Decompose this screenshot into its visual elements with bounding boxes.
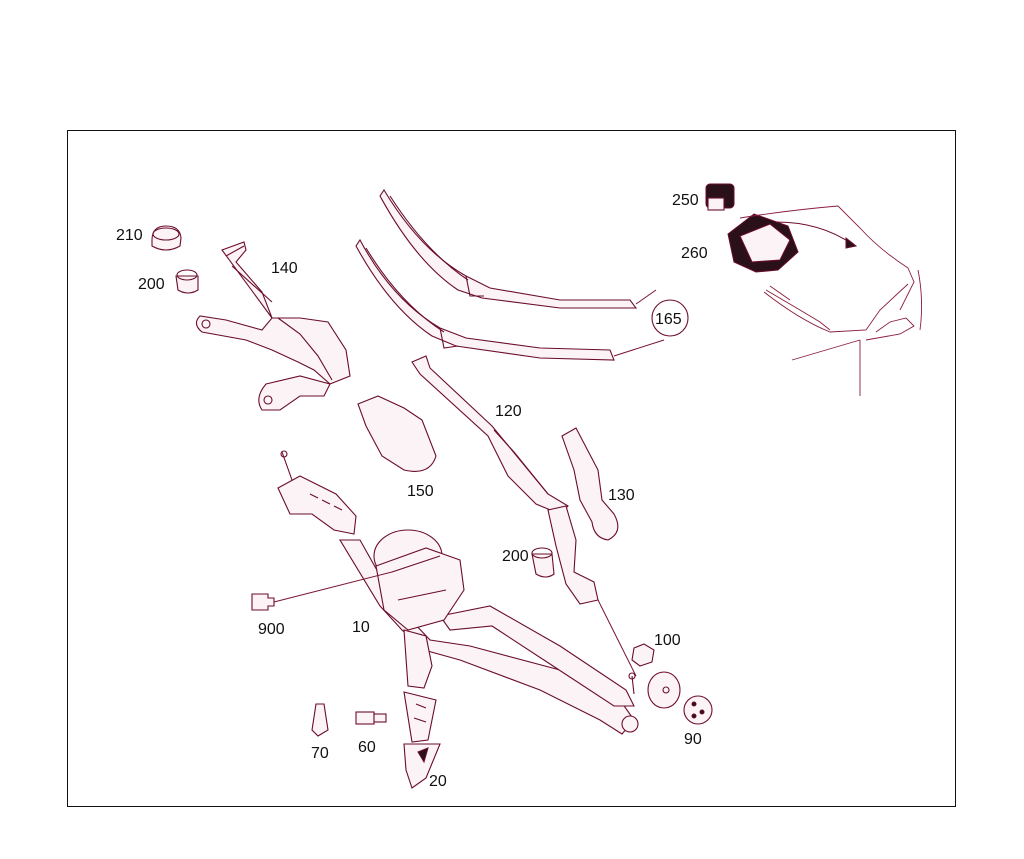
part-200-cover-lower[interactable] bbox=[531, 547, 555, 578]
part-900-connector[interactable] bbox=[251, 571, 393, 611]
part-260-rain-sensor[interactable] bbox=[727, 213, 858, 273]
part-120-wiper-arm[interactable] bbox=[411, 355, 569, 515]
part-10-wiper-linkage-motor[interactable] bbox=[277, 450, 639, 735]
callout-120: 120 bbox=[495, 403, 522, 420]
callout-260: 260 bbox=[681, 245, 708, 262]
part-100-grommet[interactable] bbox=[647, 671, 681, 709]
callout-10: 10 bbox=[352, 619, 370, 636]
callout-100: 100 bbox=[654, 632, 681, 649]
callout-150: 150 bbox=[407, 483, 434, 500]
part-90-seal[interactable] bbox=[683, 695, 713, 725]
callout-210: 210 bbox=[116, 227, 143, 244]
part-70-grommet[interactable] bbox=[311, 703, 329, 737]
callout-90: 90 bbox=[684, 731, 702, 748]
part-120-linkage bbox=[547, 505, 637, 677]
callout-20: 20 bbox=[429, 773, 447, 790]
part-60-bolt[interactable] bbox=[355, 711, 387, 725]
part-140-wiper-arm[interactable] bbox=[195, 241, 351, 411]
part-210-cap[interactable] bbox=[151, 225, 182, 251]
callout-130: 130 bbox=[608, 487, 635, 504]
part-130-cover[interactable] bbox=[561, 427, 619, 541]
part-165-wiper-blades[interactable] bbox=[355, 188, 689, 361]
part-200-cover-upper[interactable] bbox=[175, 269, 199, 294]
part-20-bracket[interactable] bbox=[403, 691, 441, 789]
part-100-nut[interactable] bbox=[631, 643, 655, 667]
diagram-frame bbox=[67, 130, 956, 807]
callout-140: 140 bbox=[271, 260, 298, 277]
callout-200-lower: 200 bbox=[502, 548, 529, 565]
car-windshield-sketch bbox=[739, 205, 923, 396]
callout-70: 70 bbox=[311, 745, 329, 762]
part-250-connector[interactable] bbox=[705, 183, 735, 211]
callout-200-upper: 200 bbox=[138, 276, 165, 293]
callout-250: 250 bbox=[672, 192, 699, 209]
callout-60: 60 bbox=[358, 739, 376, 756]
callout-165: 165 bbox=[655, 311, 682, 328]
callout-900: 900 bbox=[258, 621, 285, 638]
part-150-cover[interactable] bbox=[357, 395, 437, 472]
